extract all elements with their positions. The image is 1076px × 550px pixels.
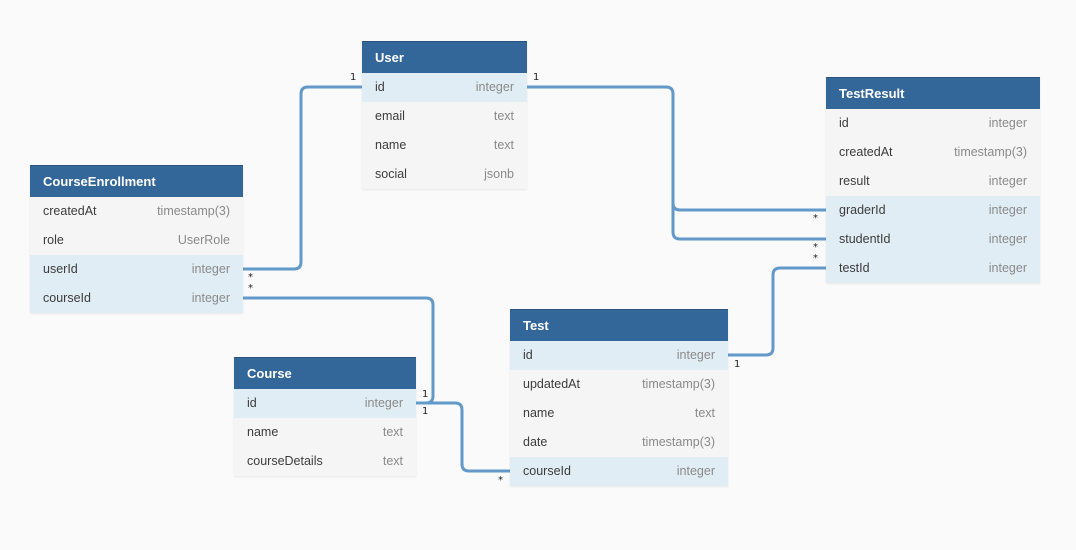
field-row-courseenrollment-createdat[interactable]: createdAt timestamp(3) — [30, 197, 243, 226]
field-name: id — [523, 348, 533, 362]
field-name: studentId — [839, 232, 891, 246]
field-name: createdAt — [43, 204, 97, 218]
field-name: name — [247, 425, 279, 439]
field-row-test-date[interactable]: date timestamp(3) — [510, 428, 728, 457]
field-type: integer — [475, 80, 514, 94]
field-type: UserRole — [177, 233, 230, 247]
field-name: courseId — [523, 464, 571, 478]
field-name: updatedAt — [523, 377, 580, 391]
field-row-user-social[interactable]: social jsonb — [362, 160, 527, 189]
field-row-course-id[interactable]: id integer — [234, 389, 416, 418]
field-type: timestamp(3) — [954, 145, 1027, 159]
multiplicity-course-side-test: 1 — [422, 406, 429, 417]
field-name: createdAt — [839, 145, 893, 159]
field-row-test-courseid[interactable]: courseId integer — [510, 457, 728, 486]
field-row-testresult-graderid[interactable]: graderId integer — [826, 196, 1040, 225]
table-courseenrollment[interactable]: CourseEnrollment createdAt timestamp(3) r… — [30, 165, 243, 313]
multiplicity-user-side-ce: 1 — [350, 72, 357, 83]
field-row-course-coursedetails[interactable]: courseDetails text — [234, 447, 416, 476]
table-test[interactable]: Test id integer updatedAt timestamp(3) nam… — [510, 309, 728, 486]
table-header-courseenrollment[interactable]: CourseEnrollment — [30, 165, 243, 197]
field-type: integer — [988, 232, 1027, 246]
field-row-test-name[interactable]: name text — [510, 399, 728, 428]
table-testresult[interactable]: TestResult id integer createdAt timestamp(… — [826, 77, 1040, 283]
field-row-user-name[interactable]: name text — [362, 131, 527, 160]
multiplicity-user-side-tr: 1 — [533, 72, 540, 83]
relation-edge-test-course — [414, 401, 513, 473]
field-type: integer — [988, 174, 1027, 188]
field-row-test-updatedat[interactable]: updatedAt timestamp(3) — [510, 370, 728, 399]
field-name: name — [375, 138, 407, 152]
multiplicity-tr-graderid: * — [813, 213, 818, 224]
field-name: role — [43, 233, 64, 247]
field-type: integer — [988, 261, 1027, 275]
field-row-testresult-result[interactable]: result integer — [826, 167, 1040, 196]
field-row-courseenrollment-role[interactable]: role UserRole — [30, 226, 243, 255]
relation-edge-testresult-test — [726, 266, 829, 357]
table-header-course[interactable]: Course — [234, 357, 416, 389]
field-name: userId — [43, 262, 78, 276]
table-course[interactable]: Course id integer name text courseDetails t… — [234, 357, 416, 476]
field-type: text — [694, 406, 715, 420]
field-name: id — [247, 396, 257, 410]
field-type: integer — [988, 116, 1027, 130]
field-type: integer — [191, 291, 230, 305]
field-type: timestamp(3) — [157, 204, 230, 218]
field-row-testresult-id[interactable]: id integer — [826, 109, 1040, 138]
multiplicity-tr-testid: * — [813, 253, 818, 264]
multiplicity-tr-studentid: * — [813, 242, 818, 253]
field-row-courseenrollment-courseid[interactable]: courseId integer — [30, 284, 243, 313]
relation-edge-testresult-grader-user — [525, 85, 829, 212]
field-name: graderId — [839, 203, 886, 217]
multiplicity-ce-courseid: * — [248, 283, 253, 294]
field-type: integer — [988, 203, 1027, 217]
multiplicity-course-side-ce: 1 — [422, 389, 429, 400]
field-row-course-name[interactable]: name text — [234, 418, 416, 447]
multiplicity-ce-userid: * — [248, 272, 253, 283]
field-name: courseDetails — [247, 454, 323, 468]
multiplicity-test-side-tr: 1 — [734, 359, 741, 370]
field-row-user-email[interactable]: email text — [362, 102, 527, 131]
field-name: email — [375, 109, 405, 123]
field-row-testresult-createdat[interactable]: createdAt timestamp(3) — [826, 138, 1040, 167]
field-name: social — [375, 167, 407, 181]
field-row-test-id[interactable]: id integer — [510, 341, 728, 370]
field-type: integer — [676, 464, 715, 478]
field-type: timestamp(3) — [642, 377, 715, 391]
field-name: id — [375, 80, 385, 94]
field-name: name — [523, 406, 555, 420]
field-name: result — [839, 174, 870, 188]
table-header-testresult[interactable]: TestResult — [826, 77, 1040, 109]
relation-edge-courseenrollment-user — [241, 85, 365, 271]
field-type: integer — [364, 396, 403, 410]
field-type: text — [493, 109, 514, 123]
field-row-courseenrollment-userid[interactable]: userId integer — [30, 255, 243, 284]
field-name: courseId — [43, 291, 91, 305]
field-type: jsonb — [484, 167, 514, 181]
table-header-test[interactable]: Test — [510, 309, 728, 341]
table-user[interactable]: User id integer email text name text social… — [362, 41, 527, 189]
field-type: integer — [191, 262, 230, 276]
field-type: text — [382, 454, 403, 468]
table-header-user[interactable]: User — [362, 41, 527, 73]
field-type: integer — [676, 348, 715, 362]
field-name: date — [523, 435, 548, 449]
field-row-user-id[interactable]: id integer — [362, 73, 527, 102]
multiplicity-test-courseid: * — [498, 475, 503, 486]
field-row-testresult-studentid[interactable]: studentId integer — [826, 225, 1040, 254]
field-type: timestamp(3) — [642, 435, 715, 449]
field-type: text — [493, 138, 514, 152]
field-name: testId — [839, 261, 870, 275]
relation-edge-testresult-student-user — [671, 201, 829, 241]
field-type: text — [382, 425, 403, 439]
field-name: id — [839, 116, 849, 130]
field-row-testresult-testid[interactable]: testId integer — [826, 254, 1040, 283]
